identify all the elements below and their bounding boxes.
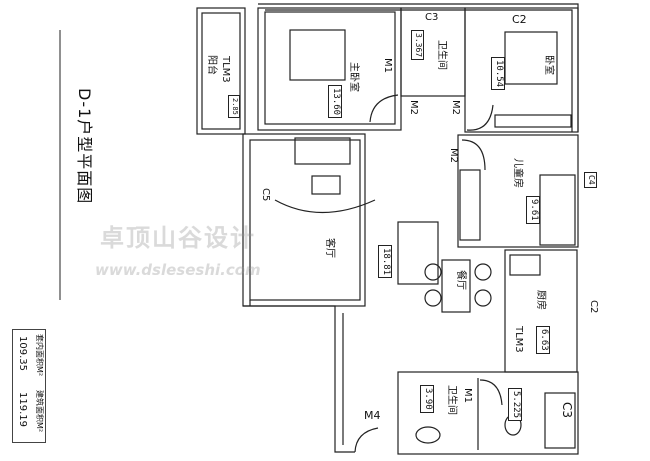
bath-area-window: C3 xyxy=(560,402,574,419)
bathroom-bottom-area: 3.90 xyxy=(420,385,434,413)
door-m2-label: M2 xyxy=(450,100,461,115)
master-bedroom-area: 13.60 xyxy=(328,85,342,119)
living-name: 客厅 xyxy=(324,238,335,258)
kitchen-window: C2 xyxy=(588,300,599,314)
bathroom-top-area: 3.367 xyxy=(411,30,424,61)
bedroom-window: C2 xyxy=(512,13,527,26)
plan-title: D-1户型平面图 xyxy=(75,88,94,205)
watermark-text: 卓顶山谷设计 xyxy=(100,224,256,252)
balcony-wall xyxy=(196,7,246,135)
child-room-area: 9.61 xyxy=(526,196,540,224)
child-room-window: C4 xyxy=(584,172,597,188)
inner-area-value: 109.35 xyxy=(17,336,28,371)
bedroom-name: 卧室 xyxy=(543,55,554,75)
living-window: C5 xyxy=(260,188,271,202)
bathroom-bottom-wall xyxy=(397,371,579,455)
inner-area-label: 套内面积M² xyxy=(35,334,44,377)
area-table: 套内面积M² 109.35 建筑面积M² 119.19 xyxy=(12,329,46,443)
balcony-name: 阳台 xyxy=(206,55,217,75)
kitchen-area: 6.63 xyxy=(536,326,550,354)
bathroom-bottom-name: 卫生间 xyxy=(446,385,457,415)
kitchen-door: TLM3 xyxy=(513,326,524,353)
bedroom-wall xyxy=(464,7,579,133)
door-m4-label: M4 xyxy=(364,409,381,422)
door-m2-label: M2 xyxy=(408,100,419,115)
watermark-url: www.dsleseshi.com xyxy=(95,261,261,279)
bath-area-value: 5.225 xyxy=(508,388,522,422)
living-wall xyxy=(242,133,366,307)
bathroom-top-window: C3 xyxy=(425,12,439,23)
kitchen-name: 厨房 xyxy=(535,290,546,310)
building-area-value: 119.19 xyxy=(17,392,28,427)
child-room-name: 儿童房 xyxy=(512,158,523,188)
master-bed xyxy=(289,29,346,81)
bathroom-bottom-door: M1 xyxy=(462,388,473,403)
master-bedroom-name: 主卧室 xyxy=(348,62,359,92)
bedroom-area: 10.54 xyxy=(491,57,505,91)
living-area: 18.81 xyxy=(378,245,392,279)
dining-table xyxy=(441,259,471,313)
bathroom-top-name: 卫生间 xyxy=(436,40,447,70)
kitchen-wall xyxy=(504,249,578,373)
dining-name: 餐厅 xyxy=(455,270,466,290)
dining-counter xyxy=(397,221,439,285)
child-room-wall xyxy=(457,134,579,248)
building-area-label: 建筑面积M² xyxy=(35,390,44,433)
door-m2-label: M2 xyxy=(448,148,459,163)
bedroom-bed xyxy=(504,31,558,85)
balcony-area: 2.85 xyxy=(228,95,240,118)
balcony-door-label: TLM3 xyxy=(220,56,231,83)
master-bedroom-door: M1 xyxy=(382,58,393,73)
